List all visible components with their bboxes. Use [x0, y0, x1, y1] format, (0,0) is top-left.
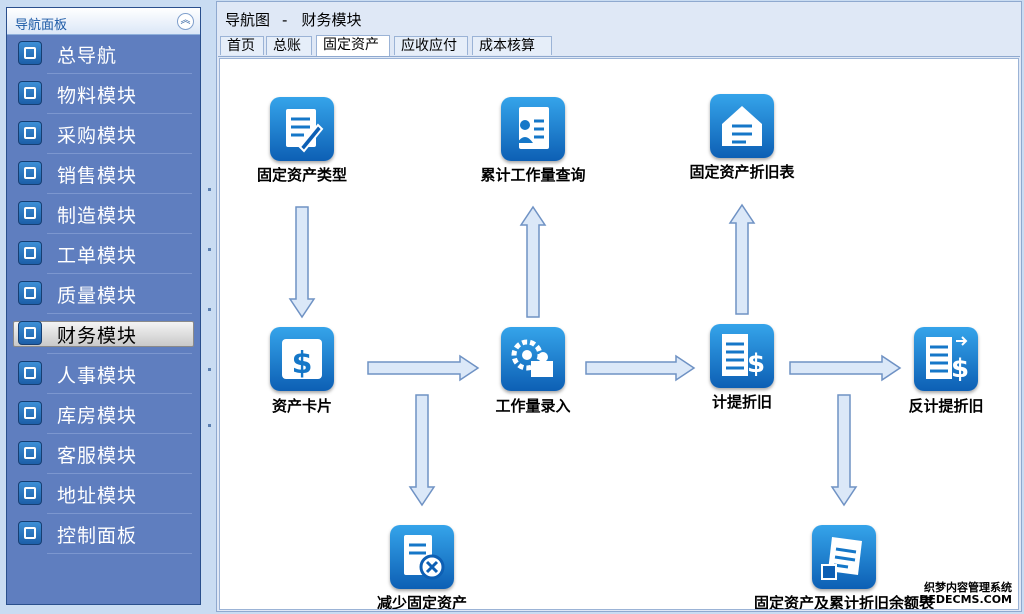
flow-arrows	[288, 203, 902, 507]
arrow-depreciation-to-table	[728, 203, 756, 315]
ledger-dollar-icon: $	[710, 324, 774, 388]
sidebar-item-2[interactable]: 采购模块	[7, 114, 200, 154]
sidebar-item-label: 财务模块	[57, 325, 138, 347]
material-icon	[18, 81, 42, 105]
sidebar-item-8[interactable]: 人事模块	[7, 354, 200, 394]
breadcrumb: 导航图-财务模块	[225, 9, 361, 30]
node-asset-balance-label: 固定资产及累计折旧余额表	[753, 594, 935, 610]
truck-icon	[18, 161, 42, 185]
workorder-icon	[18, 241, 42, 265]
finance-icon	[18, 321, 42, 345]
document-query-icon	[501, 97, 565, 161]
address-icon	[18, 481, 42, 505]
sidebar-item-label: 工单模块	[57, 245, 138, 267]
warehouse-icon	[18, 401, 42, 425]
control-panel-icon	[18, 521, 42, 545]
node-asset-card-label: 资产卡片	[271, 397, 333, 415]
personnel-icon	[18, 361, 42, 385]
balance-report-icon	[812, 525, 876, 589]
arrow-depreciation-to-balance	[830, 394, 858, 507]
module-list: 总导航物料模块采购模块销售模块制造模块工单模块质量模块财务模块人事模块库房模块客…	[7, 34, 200, 554]
watermark-line1: 织梦内容管理系统	[924, 581, 1012, 594]
sidebar-item-label: 库房模块	[57, 405, 138, 427]
sidebar-item-label: 总导航	[57, 45, 118, 67]
panel-splitter[interactable]	[207, 188, 213, 428]
sidebar-item-6[interactable]: 质量模块	[7, 274, 200, 314]
sidebar-item-0[interactable]: 总导航	[7, 34, 200, 74]
watermark-line2: DEDECMS.COM	[919, 593, 1012, 606]
breadcrumb-separator: -	[282, 11, 288, 29]
main-panel: 导航图-财务模块 首页 总账 固定资产 应收应付 成本核算 固定资产类型 累计工…	[216, 1, 1022, 612]
breadcrumb-current: 财务模块	[301, 11, 362, 29]
sidebar-item-label: 控制面板	[57, 525, 138, 547]
node-workload-query-label: 累计工作量查询	[480, 166, 586, 184]
flow-diagram-canvas: 固定资产类型 累计工作量查询 固定资产折旧表 $ 资产卡片 工作量录入	[219, 58, 1019, 610]
document-delete-icon	[390, 525, 454, 589]
sidebar-item-1[interactable]: 物料模块	[7, 74, 200, 114]
asset-card-icon: $	[270, 327, 334, 391]
arrow-depreciation-to-reverse	[789, 354, 902, 382]
node-asset-type-label: 固定资产类型	[256, 166, 348, 184]
tab-receivables-payables[interactable]: 应收应付	[394, 36, 468, 55]
quality-icon	[18, 281, 42, 305]
cart-icon	[18, 121, 42, 145]
sidebar-item-label: 物料模块	[57, 85, 138, 107]
sidebar-item-12[interactable]: 控制面板	[7, 514, 200, 554]
sidebar-item-10[interactable]: 客服模块	[7, 434, 200, 474]
node-reduce-asset-label: 减少固定资产	[376, 594, 468, 610]
sidebar-item-label: 质量模块	[57, 285, 138, 307]
sidebar-item-5[interactable]: 工单模块	[7, 234, 200, 274]
navigation-panel-title: 导航面板	[15, 18, 68, 33]
svg-text:$: $	[292, 346, 313, 381]
breadcrumb-root[interactable]: 导航图	[225, 11, 271, 29]
sidebar-item-label: 人事模块	[57, 365, 138, 387]
sidebar-item-4[interactable]: 制造模块	[7, 194, 200, 234]
sidebar-item-label: 销售模块	[57, 165, 138, 187]
node-reverse-depreciation-label: 反计提折旧	[908, 397, 984, 415]
sidebar-item-11[interactable]: 地址模块	[7, 474, 200, 514]
factory-icon	[18, 201, 42, 225]
arrow-entry-to-query	[519, 205, 547, 318]
node-depreciation-table-label: 固定资产折旧表	[689, 163, 795, 181]
home-icon	[18, 41, 42, 65]
node-workload-entry-label: 工作量录入	[495, 397, 571, 415]
sidebar-item-label: 制造模块	[57, 205, 138, 227]
sidebar-item-label: 地址模块	[57, 485, 138, 507]
tab-general-ledger[interactable]: 总账	[266, 36, 312, 55]
watermark: 织梦内容管理系统 DEDECMS.COM	[919, 582, 1012, 606]
node-depreciation-label: 计提折旧	[711, 393, 773, 411]
sidebar-item-3[interactable]: 销售模块	[7, 154, 200, 194]
workload-entry-icon	[501, 327, 565, 391]
sidebar-item-label: 客服模块	[57, 445, 138, 467]
tab-cost-accounting[interactable]: 成本核算	[472, 36, 552, 55]
svg-text:$: $	[747, 349, 765, 379]
tab-fixed-assets[interactable]: 固定资产	[316, 35, 390, 56]
sidebar-item-7[interactable]: 财务模块	[7, 314, 200, 354]
arrow-card-to-reduce	[408, 394, 436, 507]
arrow-card-to-entry	[367, 354, 480, 382]
sidebar-item-9[interactable]: 库房模块	[7, 394, 200, 434]
service-icon	[18, 441, 42, 465]
reverse-ledger-icon: $	[914, 327, 978, 391]
tab-bar: 首页 总账 固定资产 应收应付 成本核算	[218, 34, 1020, 57]
collapse-icon[interactable]: ︽	[177, 13, 194, 30]
tab-home[interactable]: 首页	[220, 36, 264, 55]
arrow-type-to-card	[288, 206, 316, 319]
svg-text:$: $	[951, 354, 969, 384]
house-document-icon	[710, 94, 774, 158]
document-edit-icon	[270, 97, 334, 161]
sidebar-item-label: 采购模块	[57, 125, 138, 147]
arrow-entry-to-depreciation	[585, 354, 696, 382]
active-item-highlight	[13, 321, 194, 347]
navigation-panel-header: 导航面板 ︽	[7, 8, 200, 35]
navigation-panel: 导航面板 ︽ 总导航物料模块采购模块销售模块制造模块工单模块质量模块财务模块人事…	[6, 7, 201, 605]
